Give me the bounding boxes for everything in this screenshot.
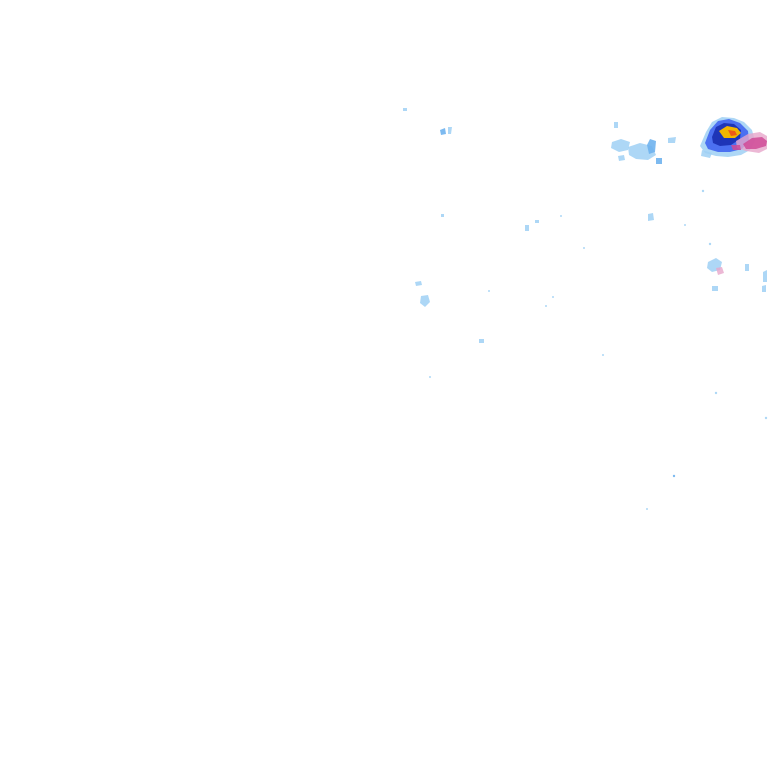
radar-echo xyxy=(583,247,585,249)
radar-echo xyxy=(745,264,749,271)
radar-echo xyxy=(441,214,444,217)
radar-echo xyxy=(672,474,676,478)
radar-echo xyxy=(646,508,648,510)
radar-echo xyxy=(415,281,422,286)
storm-cell-scatter-right xyxy=(525,213,767,292)
radar-echo xyxy=(716,267,724,275)
radar-echo xyxy=(708,242,712,246)
radar-echo xyxy=(535,220,539,223)
radar-echo xyxy=(403,108,407,111)
radar-specks xyxy=(429,189,768,510)
radar-echo xyxy=(545,305,547,307)
radar-echo xyxy=(488,290,490,292)
storm-cell-scatter-left xyxy=(403,108,484,343)
radar-echo xyxy=(731,145,741,150)
radar-echo xyxy=(440,128,446,135)
radar-echo xyxy=(448,127,452,134)
radar-echo xyxy=(560,215,562,217)
radar-echo xyxy=(701,189,705,193)
radar-echo xyxy=(525,225,529,231)
radar-echo xyxy=(762,285,766,292)
radar-echo xyxy=(743,137,767,149)
radar-echo xyxy=(648,213,654,221)
radar-echo xyxy=(647,139,656,154)
radar-echo xyxy=(712,286,718,291)
radar-echo xyxy=(764,416,768,420)
radar-echo xyxy=(552,296,554,298)
storm-cell-scatter-upper xyxy=(440,122,676,164)
radar-echo xyxy=(668,137,676,143)
radar-echo xyxy=(714,391,718,395)
radar-echo xyxy=(728,130,737,136)
radar-echo xyxy=(420,295,430,307)
radar-echo xyxy=(429,376,431,378)
radar-echo xyxy=(763,270,767,282)
radar-echo xyxy=(701,150,712,158)
radar-echo xyxy=(611,139,630,152)
radar-echo xyxy=(602,354,604,356)
radar-echo xyxy=(618,155,625,161)
radar-echo xyxy=(479,339,484,343)
radar-echo xyxy=(656,158,662,164)
radar-echo xyxy=(684,224,686,226)
radar-echo xyxy=(614,122,618,128)
storm-cell-main xyxy=(700,117,767,158)
